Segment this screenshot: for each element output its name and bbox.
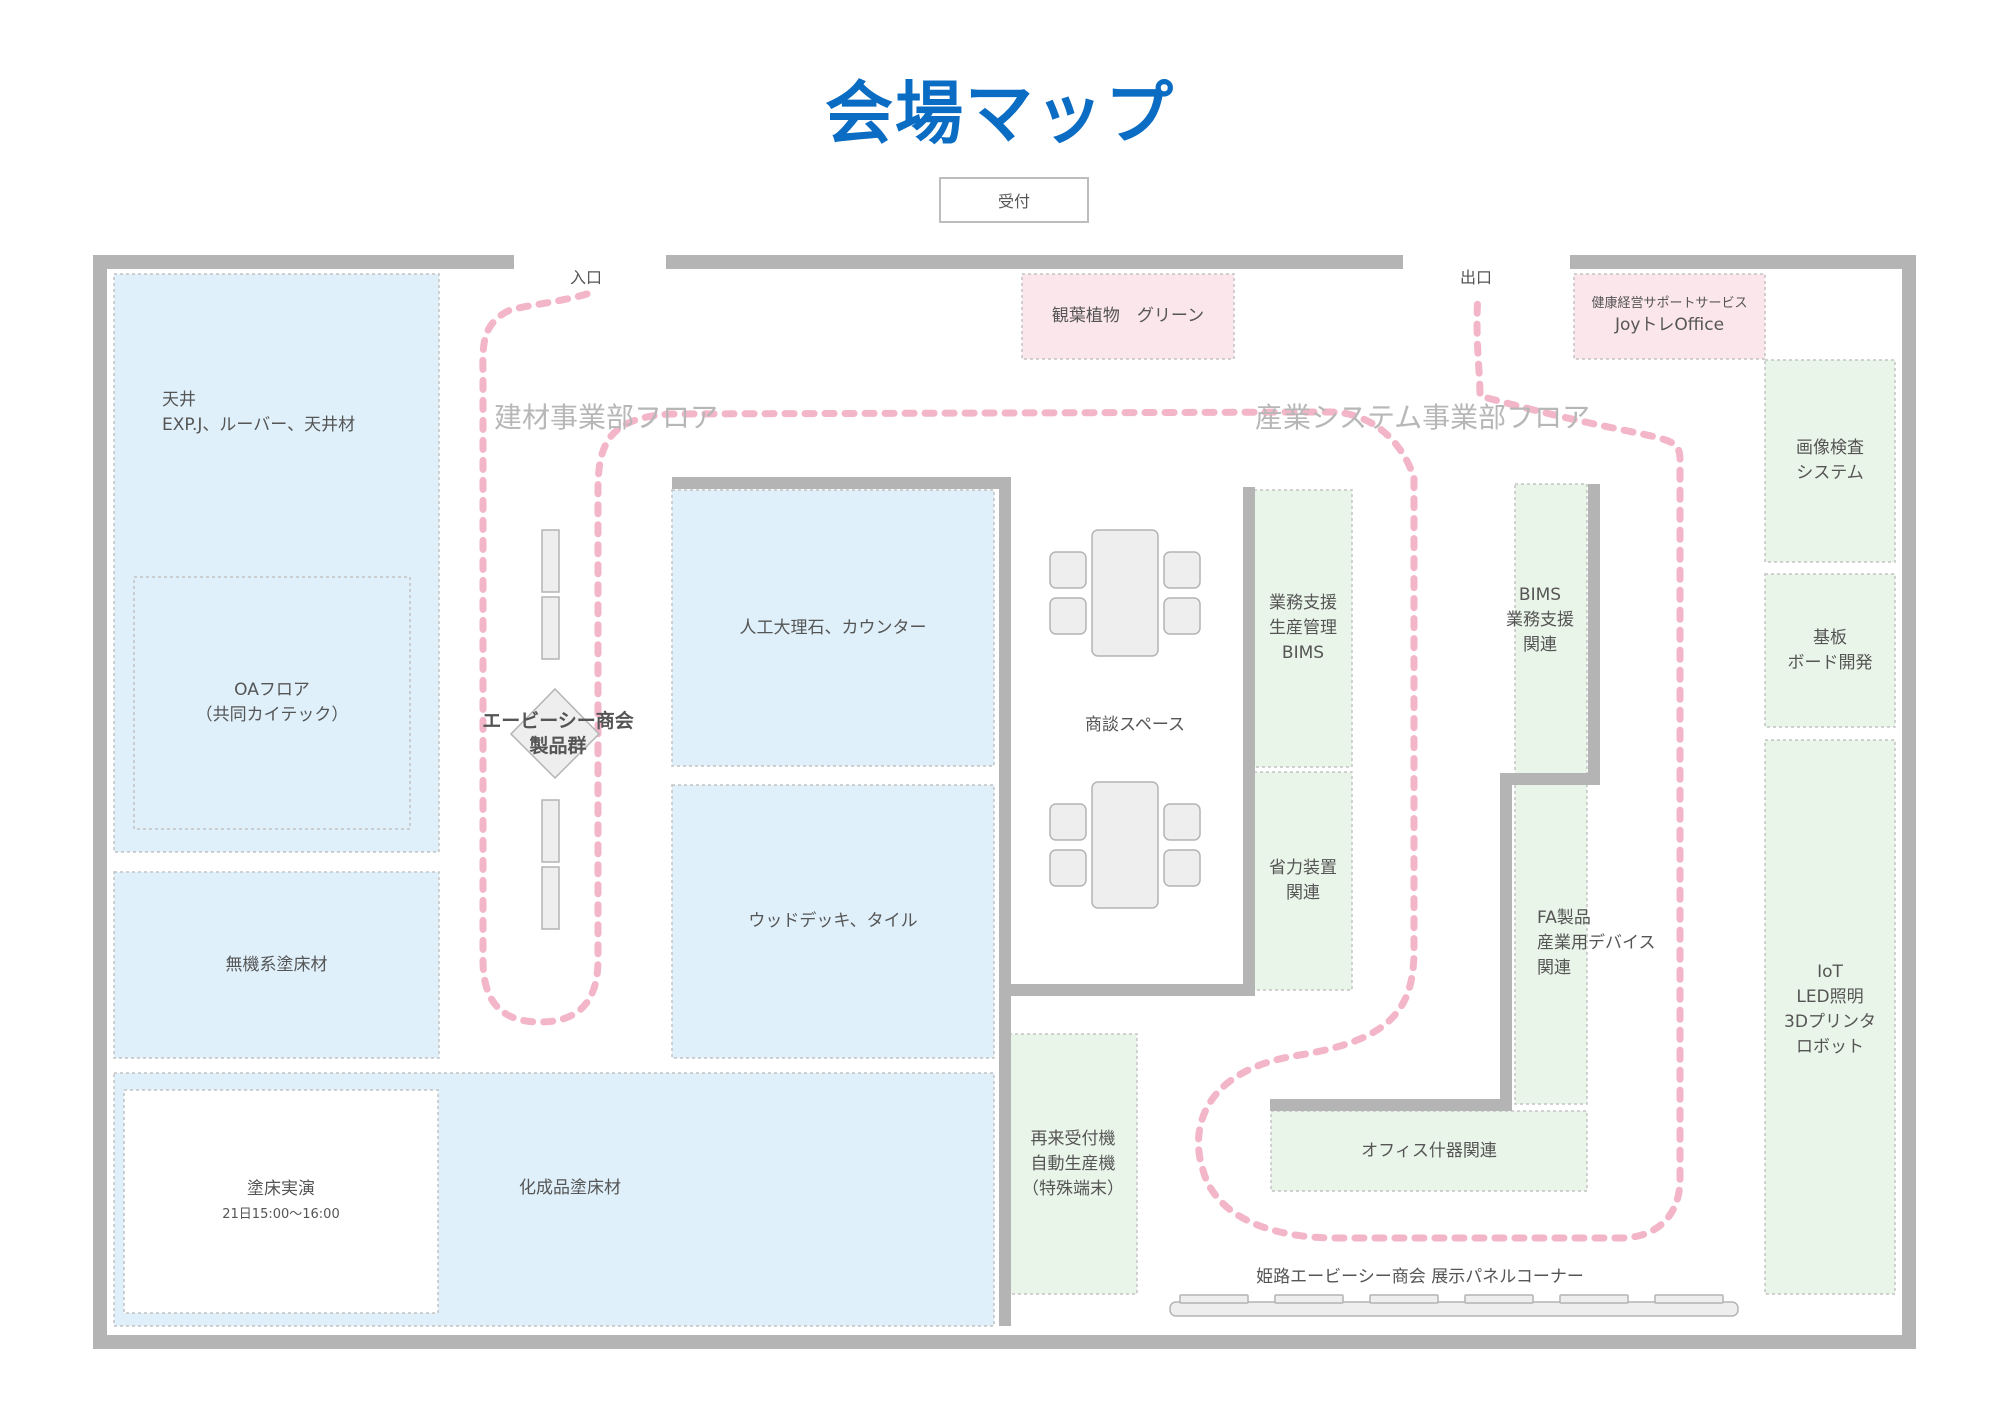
zone-board bbox=[1764, 573, 1896, 728]
booth-fa: FA製品産業用デバイス関連 bbox=[1537, 908, 1656, 978]
booth-inorganic-floor: 無機系塗床材 bbox=[225, 954, 328, 975]
zone-plants bbox=[1021, 273, 1235, 360]
reception-desk: 受付 bbox=[939, 177, 1089, 223]
meeting-chair bbox=[1049, 551, 1087, 589]
zone-labor-saving bbox=[1253, 771, 1353, 991]
panel-stand bbox=[1169, 1301, 1739, 1317]
booth-products: エービーシー商会製品群 bbox=[482, 710, 634, 757]
meeting-table bbox=[1091, 529, 1159, 657]
booth-oa-floor: OAフロア（共同カイテック） bbox=[195, 680, 349, 725]
zone-ceiling bbox=[113, 273, 440, 853]
panel-corner-label: 姫路エービーシー商会 展示パネルコーナー bbox=[1256, 1266, 1584, 1287]
booth-image-inspection: 画像検査システム bbox=[1796, 438, 1864, 483]
meeting-space: 商談スペース bbox=[1085, 714, 1185, 735]
zone-reception-machine bbox=[1008, 1033, 1138, 1295]
booth-board: 基板ボード開発 bbox=[1787, 627, 1873, 673]
zone-fa bbox=[1514, 783, 1588, 1105]
zone-oa-floor bbox=[133, 576, 411, 830]
meeting-chair bbox=[1049, 803, 1087, 841]
entrance-label: 入口 bbox=[570, 268, 603, 287]
meeting-chair bbox=[1049, 597, 1087, 635]
floor-label-industrial-systems: 産業システム事業部フロア bbox=[1255, 401, 1591, 434]
zone-health-support bbox=[1573, 273, 1766, 360]
display-panel bbox=[1274, 1294, 1344, 1304]
zone-marble bbox=[671, 489, 995, 767]
booth-office-furniture: オフィス什器関連 bbox=[1361, 1140, 1497, 1161]
exit-label: 出口 bbox=[1460, 268, 1493, 287]
meeting-chair bbox=[1163, 597, 1201, 635]
meeting-chair bbox=[1049, 849, 1087, 887]
booth-chemical-floor: 化成品塗床材 bbox=[519, 1177, 621, 1198]
zone-image-inspection bbox=[1764, 359, 1896, 563]
display-panel bbox=[1179, 1294, 1249, 1304]
meeting-table bbox=[1091, 781, 1159, 909]
display-panel bbox=[1654, 1294, 1724, 1304]
floor-label-building-materials: 建材事業部フロア bbox=[494, 401, 719, 434]
booth-reception-machine: 再来受付機自動生産機（特殊端末） bbox=[1022, 1128, 1124, 1199]
meeting-chair bbox=[1163, 803, 1201, 841]
zone-office-furniture bbox=[1270, 1110, 1588, 1192]
zone-wood-deck bbox=[671, 784, 995, 1059]
booth-marble: 人工大理石、カウンター bbox=[739, 617, 927, 638]
booth-wood-deck: ウッドデッキ、タイル bbox=[748, 911, 918, 931]
display-panel bbox=[1369, 1294, 1439, 1304]
display-panel bbox=[1464, 1294, 1534, 1304]
meeting-chair bbox=[1163, 551, 1201, 589]
route-building-materials bbox=[479, 290, 1684, 1242]
page-title: 会場マップ bbox=[824, 75, 1175, 154]
product-diamond bbox=[509, 687, 601, 780]
zone-inorganic-floor bbox=[113, 871, 440, 1059]
zone-floor-demo bbox=[123, 1089, 439, 1314]
zone-business-support bbox=[1253, 489, 1353, 768]
booth-labor-saving: 省力装置関連 bbox=[1269, 858, 1337, 903]
zone-bims bbox=[1514, 483, 1588, 775]
display-panel bbox=[1559, 1294, 1629, 1304]
zone-iot bbox=[1764, 739, 1896, 1295]
booth-plants: 観葉植物 グリーン bbox=[1051, 306, 1205, 326]
meeting-chair bbox=[1163, 849, 1201, 887]
